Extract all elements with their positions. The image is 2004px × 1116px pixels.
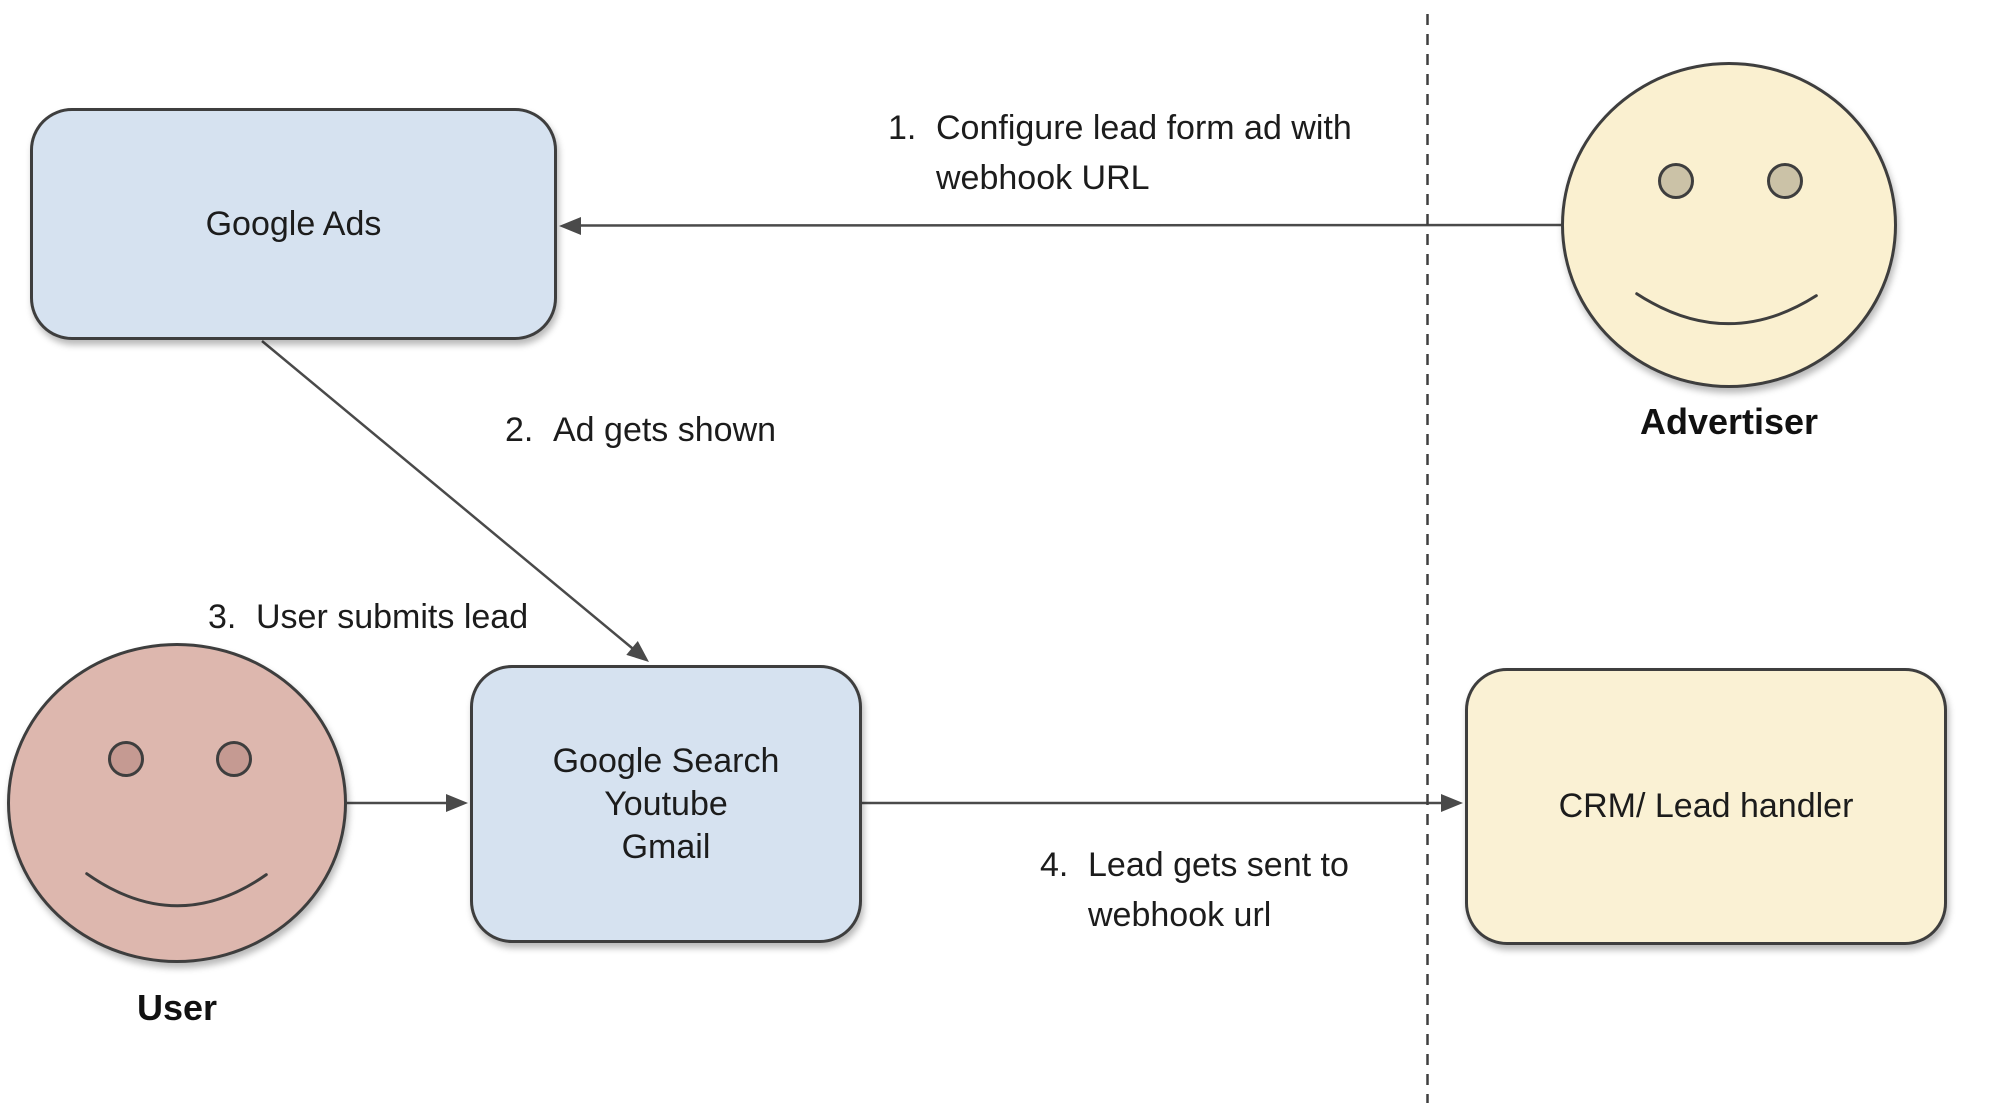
step-1-number: 1. [888, 109, 917, 147]
node-google-surfaces-label: Google Search Youtube Gmail [553, 740, 780, 869]
step-4-text: Lead gets sent to webhook url [1088, 840, 1349, 940]
arrow-lead-sent-to-webhook [862, 794, 1463, 812]
step-4-number: 4. [1040, 846, 1069, 884]
node-crm-lead-handler: CRM/ Lead handler [1465, 668, 1947, 945]
step-1-text-line2: webhook URL [936, 159, 1150, 197]
advertiser-face-icon [1561, 62, 1897, 388]
step-3-label: 3. User submits lead [208, 592, 608, 642]
step-3-text: User submits lead [256, 598, 529, 636]
step-4-text-line2: webhook url [1088, 896, 1272, 934]
arrow-configure-lead-form [559, 217, 1562, 235]
surface-line-google-search: Google Search [552, 741, 780, 780]
user-label: User [136, 987, 218, 1028]
advertiser-right-eye-icon [1767, 163, 1803, 199]
advertiser-smile-icon [1635, 292, 1818, 326]
user-right-eye-icon [216, 741, 252, 777]
step-1-text: Configure lead form ad with webhook URL [936, 103, 1352, 203]
user-smile-icon [85, 872, 268, 908]
advertiser-label: Advertiser [1639, 401, 1819, 442]
user-left-eye-icon [108, 741, 144, 777]
node-google-ads-label: Google Ads [205, 204, 382, 243]
node-crm-label: CRM/ Lead handler [1558, 787, 1854, 825]
step-1-label: 1. Configure lead form ad with webhook U… [888, 103, 1368, 203]
step-3-number: 3. [208, 598, 237, 636]
user-face-icon [7, 643, 347, 963]
step-4-text-line1: Lead gets sent to [1088, 846, 1349, 884]
step-2-number: 2. [505, 411, 534, 449]
step-2-text: Ad gets shown [553, 411, 777, 449]
step-1-text-line1: Configure lead form ad with [936, 109, 1352, 147]
surface-line-gmail: Gmail [621, 827, 711, 866]
step-2-label: 2. Ad gets shown [505, 405, 865, 455]
node-google-ads: Google Ads [30, 108, 557, 340]
arrow-user-submits-lead [347, 794, 468, 812]
node-google-surfaces: Google Search Youtube Gmail [470, 665, 862, 943]
advertiser-left-eye-icon [1658, 163, 1694, 199]
surface-line-youtube: Youtube [604, 784, 728, 823]
step-4-label: 4. Lead gets sent to webhook url [1040, 840, 1420, 940]
